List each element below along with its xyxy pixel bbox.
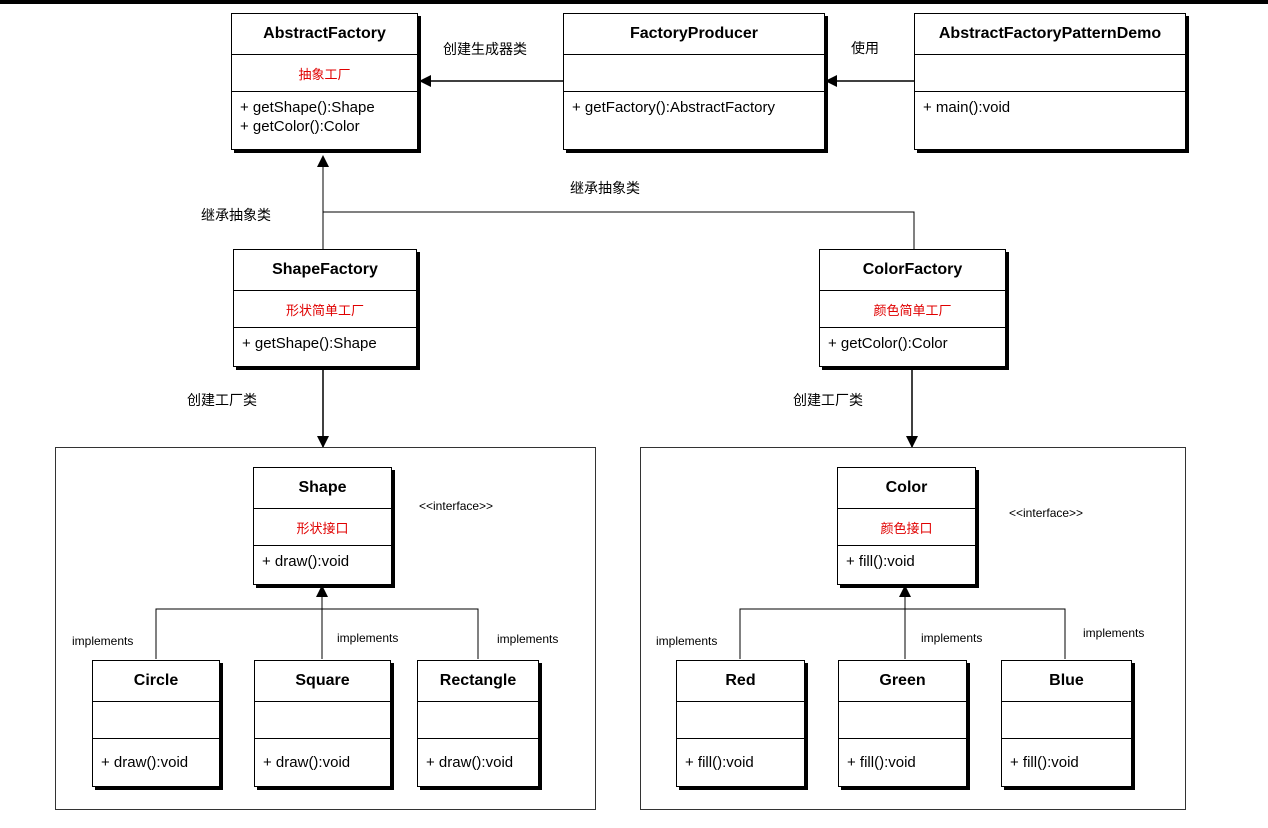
class-attributes: 颜色接口 xyxy=(838,509,975,546)
shape-impl-bus xyxy=(155,608,479,659)
label-create-factory-left: 创建工厂类 xyxy=(187,392,257,408)
class-name: Red xyxy=(677,661,804,702)
color-package xyxy=(640,447,1186,810)
inherit-color-factory-line xyxy=(323,211,915,249)
class-blue[interactable]: Blue + fill():void xyxy=(1001,660,1132,787)
class-name: Shape xyxy=(254,468,391,509)
class-operations: + getFactory():AbstractFactory xyxy=(572,99,775,116)
class-name: Square xyxy=(255,661,390,702)
class-operations: + draw():void xyxy=(263,754,351,771)
class-name: Circle xyxy=(93,661,219,702)
label-implements-red: implements xyxy=(656,634,718,648)
class-name: AbstractFactory xyxy=(232,14,417,55)
class-name: ShapeFactory xyxy=(234,250,416,291)
class-operations: + draw():void xyxy=(426,754,514,771)
class-name: Blue xyxy=(1002,661,1131,702)
class-attributes xyxy=(418,702,538,739)
label-implements-rectangle: implements xyxy=(497,632,559,646)
class-rectangle[interactable]: Rectangle + draw():void xyxy=(417,660,539,787)
label-create-factory-right: 创建工厂类 xyxy=(793,392,863,408)
class-attributes xyxy=(915,55,1185,92)
class-circle[interactable]: Circle + draw():void xyxy=(92,660,220,787)
label-implements-square: implements xyxy=(337,631,399,645)
class-attributes: 抽象工厂 xyxy=(232,55,417,92)
class-attributes xyxy=(93,702,219,739)
label-use: 使用 xyxy=(851,40,879,56)
class-attributes xyxy=(839,702,966,739)
class-name: ColorFactory xyxy=(820,250,1005,291)
class-attributes xyxy=(677,702,804,739)
class-name: Green xyxy=(839,661,966,702)
class-attributes xyxy=(564,55,824,92)
class-attributes xyxy=(1002,702,1131,739)
class-color-factory[interactable]: ColorFactory 颜色简单工厂 + getColor():Color xyxy=(819,249,1006,367)
class-operations: + fill():void xyxy=(847,754,916,771)
label-implements-blue: implements xyxy=(1083,626,1145,640)
class-operations: + fill():void xyxy=(685,754,754,771)
class-shape-factory[interactable]: ShapeFactory 形状简单工厂 + getShape():Shape xyxy=(233,249,417,367)
class-operations: + draw():void xyxy=(101,754,189,771)
class-operations: + getShape():Shape xyxy=(242,335,377,352)
class-green[interactable]: Green + fill():void xyxy=(838,660,967,787)
label-implements-green: implements xyxy=(921,631,983,645)
top-border xyxy=(0,0,1268,4)
class-factory-producer[interactable]: FactoryProducer + getFactory():AbstractF… xyxy=(563,13,825,150)
class-attributes: 形状接口 xyxy=(254,509,391,546)
class-demo[interactable]: AbstractFactoryPatternDemo + main():void xyxy=(914,13,1186,150)
class-attributes: 颜色简单工厂 xyxy=(820,291,1005,328)
class-attributes: 形状简单工厂 xyxy=(234,291,416,328)
class-attributes xyxy=(255,702,390,739)
class-color[interactable]: Color 颜色接口 + fill():void xyxy=(837,467,976,585)
class-shape[interactable]: Shape 形状接口 + draw():void xyxy=(253,467,392,585)
class-operations: + fill():void xyxy=(1010,754,1079,771)
class-name: FactoryProducer xyxy=(564,14,824,55)
label-inherit-left: 继承抽象类 xyxy=(201,207,271,223)
label-inherit-right: 继承抽象类 xyxy=(570,180,640,196)
class-name: AbstractFactoryPatternDemo xyxy=(915,14,1185,55)
class-name: Rectangle xyxy=(418,661,538,702)
class-operations: + draw():void xyxy=(262,553,350,570)
label-implements-circle: implements xyxy=(72,634,134,648)
class-red[interactable]: Red + fill():void xyxy=(676,660,805,787)
shape-package xyxy=(55,447,596,810)
shape-stereotype: <<interface>> xyxy=(419,499,494,513)
class-name: Color xyxy=(838,468,975,509)
class-operations: + main():void xyxy=(923,99,1011,116)
class-operations: + getColor():Color xyxy=(828,335,948,352)
class-abstract-factory[interactable]: AbstractFactory 抽象工厂 + getShape():Shape … xyxy=(231,13,418,150)
class-square[interactable]: Square + draw():void xyxy=(254,660,391,787)
label-create-generator: 创建生成器类 xyxy=(443,41,527,57)
color-stereotype: <<interface>> xyxy=(1009,506,1084,520)
color-impl-bus xyxy=(739,608,1066,659)
class-operations: + getShape():Shape + getColor():Color xyxy=(240,99,375,135)
class-operations: + fill():void xyxy=(846,553,915,570)
